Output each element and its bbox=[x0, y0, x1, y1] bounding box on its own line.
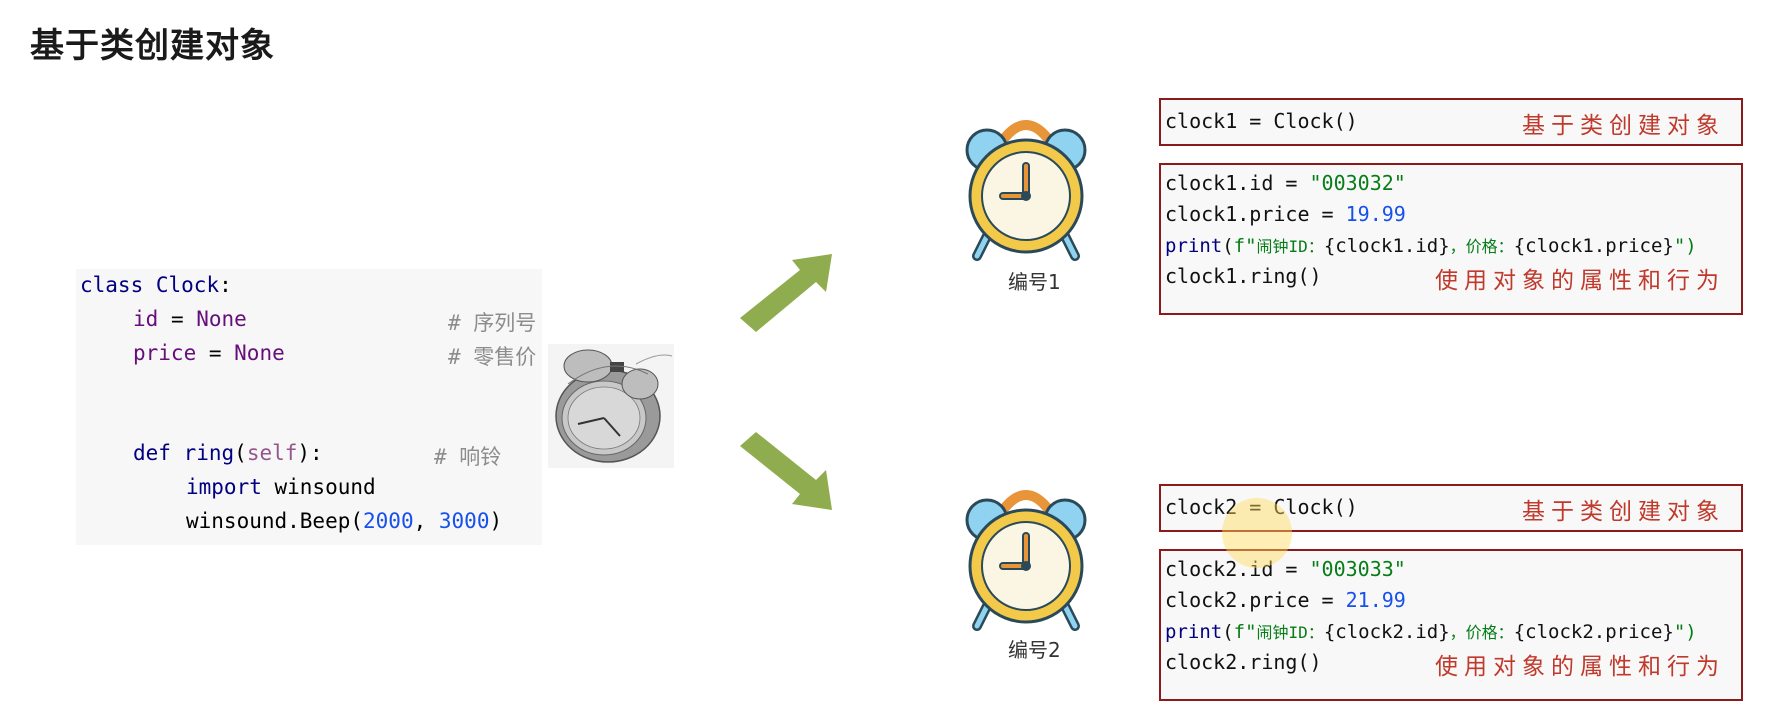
object2-print-line: print(f"闹钟ID：{clock2.id}，价格：{clock2.pric… bbox=[1165, 621, 1697, 643]
create-object1-box: clock1 = Clock() 基于类创建对象 bbox=[1159, 98, 1743, 146]
code-line-id: id = None bbox=[133, 307, 247, 331]
object-label-2: 编号2 bbox=[1008, 638, 1061, 662]
create-object2-box: clock2 = Clock() 基于类创建对象 bbox=[1159, 484, 1743, 532]
alarm-clock-icon bbox=[965, 120, 1087, 261]
arrow-down-right-icon bbox=[740, 432, 832, 510]
object2-ring-line: clock2.ring() bbox=[1165, 650, 1322, 674]
object2-id-line: clock2.id = "003033" bbox=[1165, 557, 1406, 581]
use-object2-note: 使用对象的属性和行为 bbox=[1435, 654, 1725, 680]
code-line-def-ring: def ring(self): bbox=[133, 441, 323, 465]
comment-ring: # 响铃 bbox=[434, 445, 502, 469]
code-line-price: price = None bbox=[133, 341, 285, 365]
page-title: 基于类创建对象 bbox=[30, 26, 275, 66]
wireframe-clock-image bbox=[548, 344, 674, 468]
object1-id-line: clock1.id = "003032" bbox=[1165, 171, 1406, 195]
create-object2-note: 基于类创建对象 bbox=[1522, 499, 1725, 525]
object1-ring-line: clock1.ring() bbox=[1165, 264, 1322, 288]
class-code-block: class Clock: id = None # 序列号 price = Non… bbox=[76, 269, 542, 545]
use-object1-note: 使用对象的属性和行为 bbox=[1435, 268, 1725, 294]
object2-price-line: clock2.price = 21.99 bbox=[1165, 588, 1406, 612]
object1-price-line: clock1.price = 19.99 bbox=[1165, 202, 1406, 226]
create-object1-note: 基于类创建对象 bbox=[1522, 113, 1725, 139]
code-line-class: class Clock: bbox=[80, 273, 232, 297]
code-line-beep: winsound.Beep(2000, 3000) bbox=[186, 509, 503, 533]
create-object1-code: clock1 = Clock() bbox=[1165, 109, 1358, 133]
use-object1-box: clock1.id = "003032" clock1.price = 19.9… bbox=[1159, 163, 1743, 315]
create-object2-code: clock2 = Clock() bbox=[1165, 495, 1358, 519]
arrow-up-right-icon bbox=[740, 254, 832, 332]
use-object2-box: clock2.id = "003033" clock2.price = 21.9… bbox=[1159, 549, 1743, 701]
alarm-clock-icon bbox=[965, 490, 1087, 631]
object-label-1: 编号1 bbox=[1008, 270, 1061, 294]
code-line-import: import winsound bbox=[186, 475, 376, 499]
comment-serial: # 序列号 bbox=[448, 311, 537, 335]
object1-print-line: print(f"闹钟ID：{clock1.id}，价格：{clock1.pric… bbox=[1165, 235, 1697, 257]
cursor-highlight bbox=[1222, 498, 1292, 568]
comment-retail-price: # 零售价 bbox=[448, 345, 537, 369]
